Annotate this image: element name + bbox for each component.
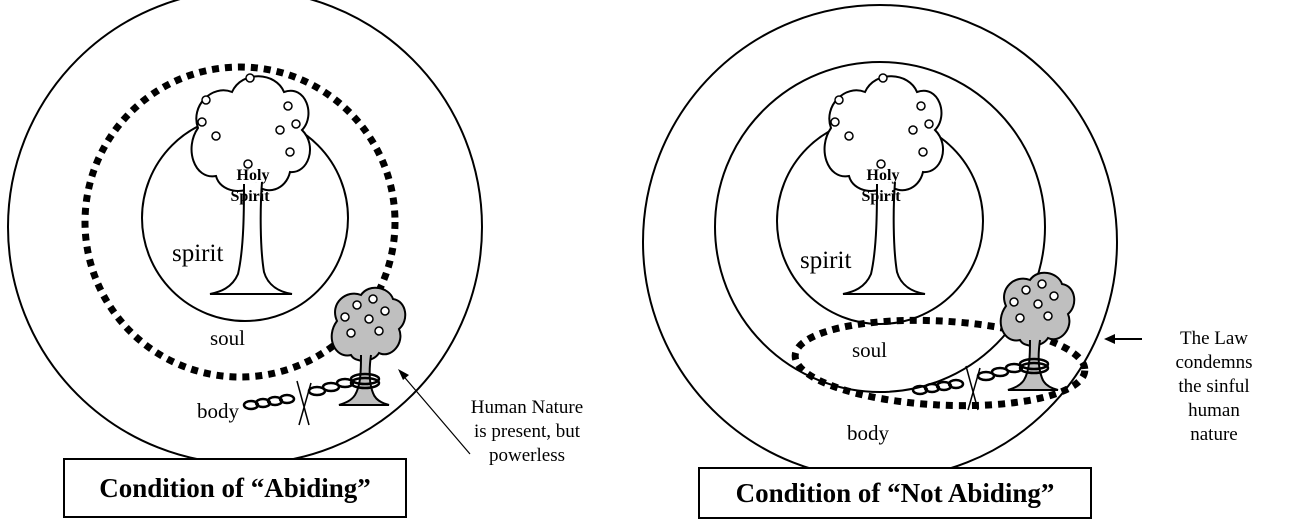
right-diagram: Holy Spirit spirit soul body — [643, 5, 1142, 479]
right-note: The Law condemns the sinful human nature — [1148, 327, 1280, 447]
left-caption-box: Condition of “Abiding” — [63, 458, 407, 518]
right-spirit-label: spirit — [800, 247, 851, 274]
left-diagram: Holy Spirit spirit soul body — [8, 0, 482, 464]
right-note-line2: condemns — [1148, 351, 1280, 375]
left-body-label: body — [197, 399, 240, 423]
left-tree-label-line2: Spirit — [230, 188, 270, 205]
left-spirit-label: spirit — [172, 240, 223, 267]
right-note-line4: human — [1148, 399, 1280, 423]
left-note-line2: is present, but — [447, 420, 607, 444]
right-caption-box: Condition of “Not Abiding” — [698, 467, 1092, 519]
right-note-line5: nature — [1148, 423, 1280, 447]
right-note-line3: the sinful — [1148, 375, 1280, 399]
right-tree-label-line1: Holy — [867, 167, 900, 184]
left-human-nature-tree-icon — [244, 288, 405, 425]
right-note-line1: The Law — [1148, 327, 1280, 351]
left-soul-label: soul — [210, 326, 245, 350]
right-tree-label-line2: Spirit — [861, 188, 901, 205]
left-note: Human Nature is present, but powerless — [447, 396, 607, 468]
left-caption: Condition of “Abiding” — [99, 473, 371, 504]
right-arrowhead-icon — [1104, 334, 1115, 344]
right-soul-label: soul — [852, 338, 887, 362]
left-note-line1: Human Nature — [447, 396, 607, 420]
right-caption: Condition of “Not Abiding” — [736, 478, 1055, 509]
right-body-label: body — [847, 421, 890, 445]
left-arrowhead-icon — [398, 369, 409, 380]
left-note-line3: powerless — [447, 444, 607, 468]
right-human-nature-tree-icon — [913, 273, 1074, 410]
left-tree-label-line1: Holy — [237, 167, 270, 184]
